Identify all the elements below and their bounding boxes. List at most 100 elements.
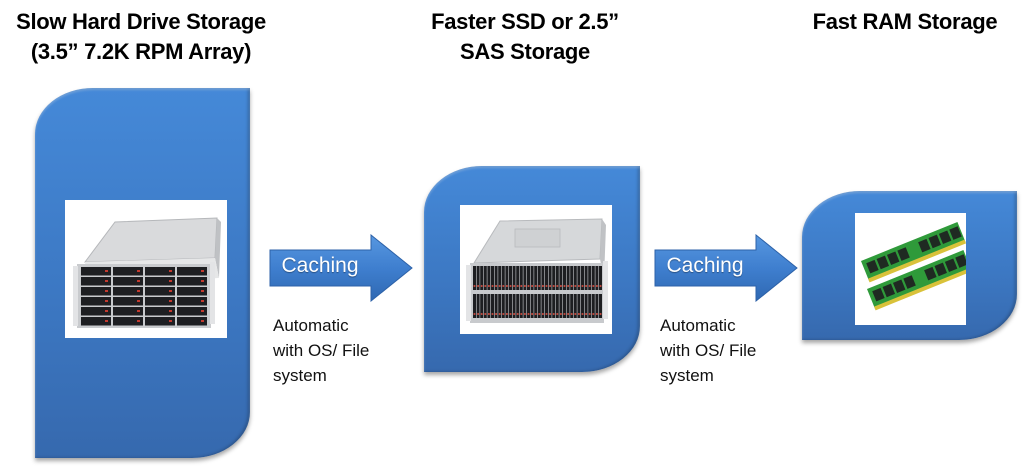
drive-bay <box>591 266 595 290</box>
drive-led <box>201 320 204 322</box>
drive-led <box>473 285 476 287</box>
drive-bay <box>81 277 111 286</box>
drive-bay <box>145 307 175 316</box>
drive-led <box>531 313 533 315</box>
drive-led <box>495 313 497 315</box>
drive-bay <box>588 294 592 318</box>
drive-bay <box>577 294 581 318</box>
drive-bay <box>177 317 207 326</box>
drive-led <box>477 313 479 315</box>
drive-led <box>596 313 598 315</box>
drive-bay <box>591 294 595 318</box>
drive-led <box>516 285 519 287</box>
drive-led <box>491 285 494 287</box>
drive-led <box>484 313 487 315</box>
drive-bay <box>505 294 509 318</box>
drive-bay <box>491 266 494 290</box>
drive-bay <box>177 287 207 296</box>
caching-arrow-2: Caching <box>654 234 799 302</box>
drive-bay <box>113 267 143 276</box>
drive-bay <box>545 266 548 290</box>
drive-led <box>534 313 537 315</box>
drive-bay <box>588 266 592 290</box>
drive-led <box>520 285 523 287</box>
tier-heading-ram: Fast RAM Storage <box>800 7 1010 37</box>
drive-led <box>137 320 140 322</box>
drive-bay <box>480 294 484 318</box>
note-line: Automatic <box>660 316 736 335</box>
memory-chip <box>866 259 879 274</box>
drive-led <box>513 285 515 287</box>
drive-led <box>556 313 559 315</box>
drive-led <box>137 310 140 312</box>
drive-led <box>574 313 577 315</box>
caching-label: Caching <box>666 254 744 277</box>
drive-bay <box>487 294 491 318</box>
drive-led <box>588 313 591 315</box>
drive-bay <box>519 266 523 290</box>
drive-bay <box>113 297 143 306</box>
drive-bay <box>563 266 566 290</box>
drive-bay <box>566 266 570 290</box>
drive-led <box>585 313 587 315</box>
drive-bay <box>494 294 498 318</box>
drive-bay <box>541 266 545 290</box>
drive-bay <box>509 294 512 318</box>
drive-led <box>538 313 541 315</box>
drive-led <box>201 300 204 302</box>
tier-heading-slow-hdd: Slow Hard Drive Storage (3.5” 7.2K RPM A… <box>0 7 282 67</box>
drive-bay <box>573 294 577 318</box>
drive-bay <box>541 294 545 318</box>
drive-bay <box>552 266 556 290</box>
drive-bay <box>530 294 534 318</box>
drive-led <box>201 290 204 292</box>
drive-bay <box>113 317 143 326</box>
drive-led <box>137 290 140 292</box>
memory-chip <box>892 279 906 294</box>
memory-chip <box>934 262 947 277</box>
drive-bay <box>566 294 570 318</box>
drive-bay <box>113 277 143 286</box>
drive-led <box>563 285 566 287</box>
note-line: system <box>660 366 714 385</box>
drive-bay <box>483 266 487 290</box>
drive-bay <box>599 266 602 290</box>
drive-led <box>542 313 544 315</box>
ssd-server-icon <box>466 218 608 323</box>
memory-chip <box>886 251 900 266</box>
drive-led <box>498 285 501 287</box>
heading-line: Faster SSD or 2.5” <box>431 9 619 34</box>
right-arrow-icon <box>654 234 798 302</box>
drive-bay <box>81 287 111 296</box>
drive-bay <box>534 294 538 318</box>
drive-bay <box>81 267 111 276</box>
drive-bay <box>534 266 538 290</box>
drive-led <box>585 285 587 287</box>
drive-led <box>169 290 172 292</box>
drive-led <box>581 285 584 287</box>
memory-chip <box>944 258 958 273</box>
drive-led <box>105 290 108 292</box>
note-line: with OS/ File <box>273 341 370 360</box>
drive-led <box>567 313 569 315</box>
drive-bay <box>177 307 207 316</box>
drive-led <box>137 270 140 272</box>
drive-bay <box>113 287 143 296</box>
drive-led <box>552 285 555 287</box>
memory-chip <box>882 283 896 298</box>
drive-bay <box>145 277 175 286</box>
drive-led <box>488 285 490 287</box>
drive-led <box>560 313 562 315</box>
drive-led <box>542 285 544 287</box>
caching-arrow-1: Caching <box>269 234 414 302</box>
drive-led <box>599 313 602 315</box>
drive-led <box>588 285 591 287</box>
drive-led <box>527 313 530 315</box>
memory-chip <box>949 226 962 240</box>
drive-led <box>473 313 476 315</box>
heading-line: (3.5” 7.2K RPM Array) <box>30 39 252 64</box>
drive-bay <box>584 266 588 290</box>
drive-bay <box>555 294 559 318</box>
drive-bay <box>498 266 502 290</box>
drive-bay <box>498 294 502 318</box>
